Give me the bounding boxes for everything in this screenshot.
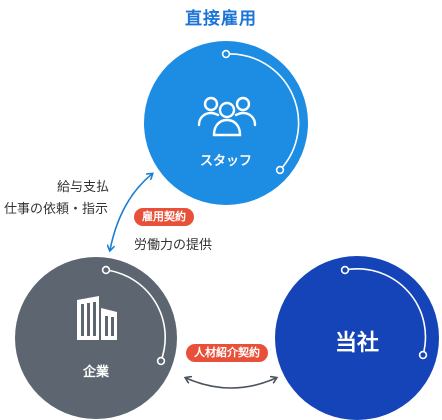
company-ring-arc [105,269,166,362]
diagram-title: 直接雇用 [185,9,257,29]
agency-ring-arc [344,268,427,356]
employment-contract-badge: 雇用契約 [134,208,194,226]
company-agency-arrow [186,378,276,389]
staff-ring-arc [225,53,300,171]
agency-ring-dot-bottom [418,350,428,360]
agency-circle [275,256,439,420]
office-building-icon [77,296,117,340]
staff-ring-dot-bottom [275,165,285,175]
staff-label: スタッフ [199,154,252,169]
salary-payment-text: 給与支払 [57,180,110,195]
staff-ring-dot-top [221,49,231,59]
company-ring-dot-top [101,265,111,275]
work-request-text: 仕事の依頼・指示 [4,202,109,217]
company-label: 企業 [82,365,109,380]
people-group-icon [197,96,257,137]
company-staff-arrow [110,174,152,250]
agency-node [275,256,439,420]
company-ring-dot-bottom [156,356,166,366]
labor-provision-text: 労働力の提供 [134,238,213,253]
staff-node [144,41,308,205]
agency-ring-dot-top [340,265,350,275]
agency-label: 当社 [334,331,379,356]
placement-contract-badge: 人材紹介契約 [186,344,268,362]
staff-circle [144,41,308,205]
